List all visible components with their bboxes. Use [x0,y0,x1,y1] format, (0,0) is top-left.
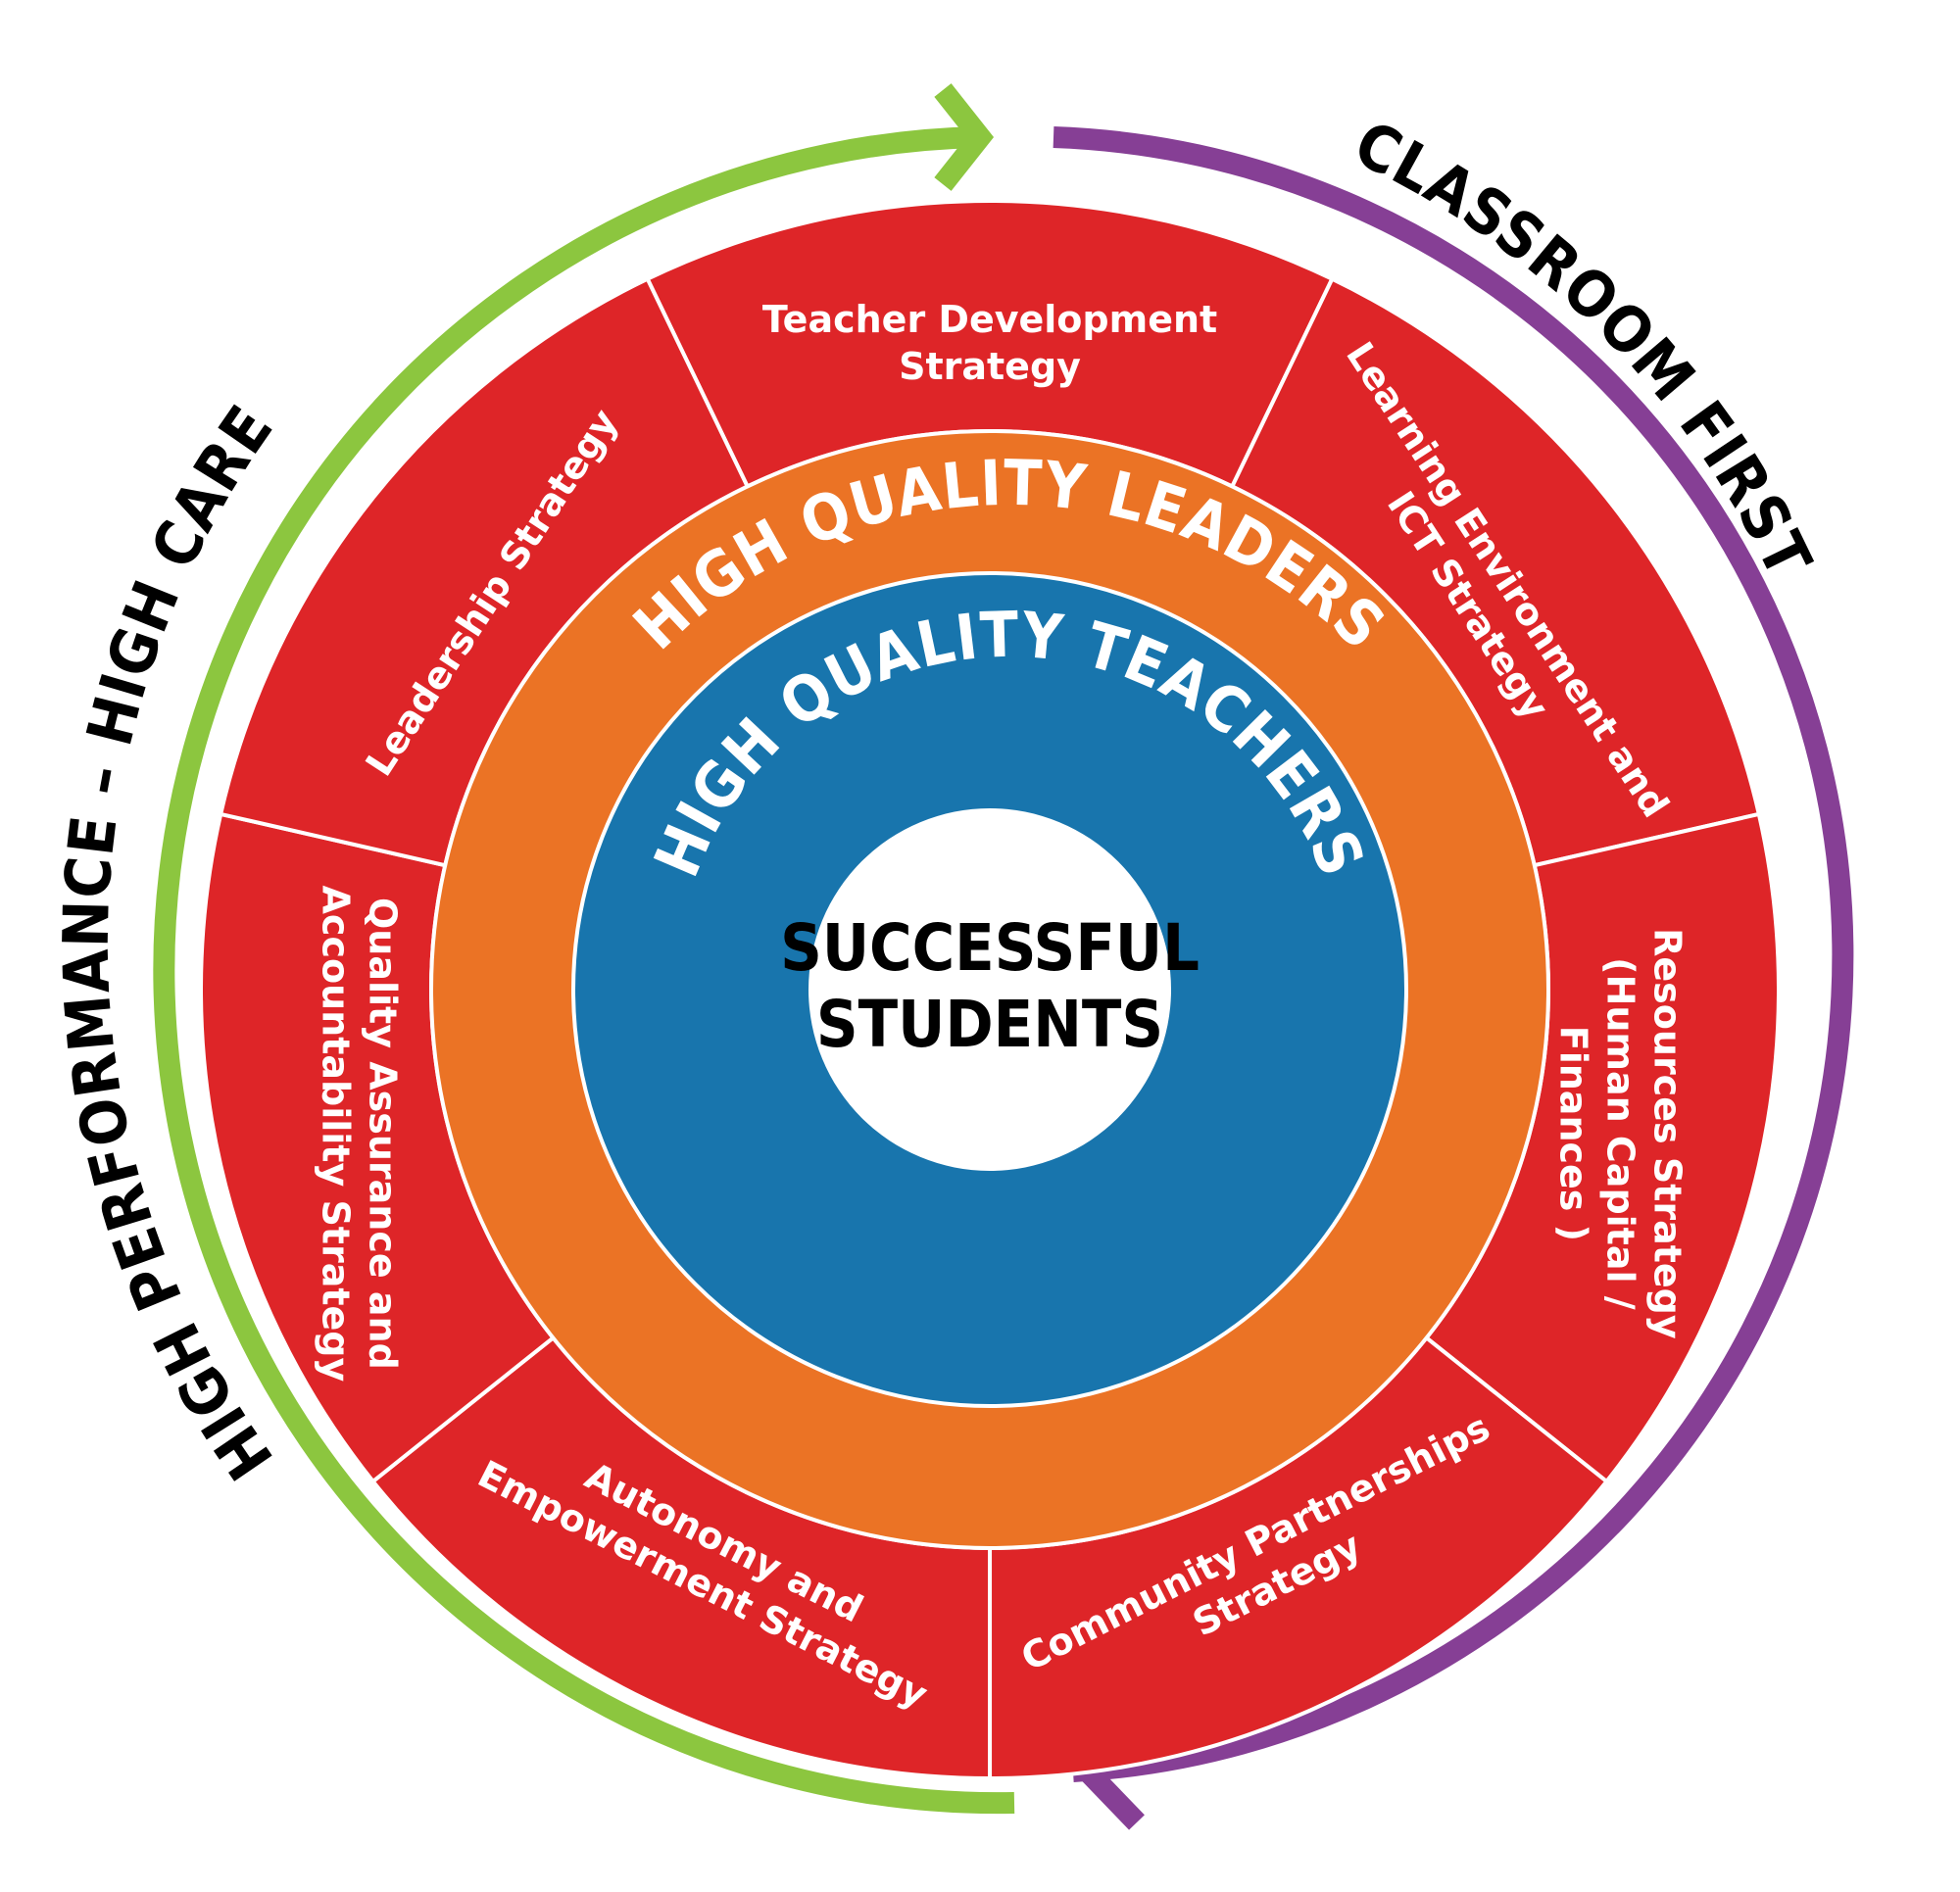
strategy-segment-label: Resources Strategy(Human Capital /Financ… [1551,928,1689,1339]
strategy-segment-label-line: (Human Capital / [1598,957,1642,1310]
center-label-line-1: SUCCESSFUL [780,910,1200,986]
strategy-segment-label-line: Accountability Strategy [315,886,358,1383]
left-cycle-arrow-arc [153,126,1015,1815]
center-circle [808,808,1171,1171]
strategy-segment-label-line: Finances ) [1551,1026,1594,1241]
center-label-line-2: STUDENTS [816,987,1163,1062]
strategy-segment-label-line: Quality Assurance and [362,897,405,1370]
strategy-segment-label-line: Strategy [899,345,1081,388]
left-cycle-arrowhead [934,83,995,191]
strategy-segment-label-line: Teacher Development [762,298,1217,341]
right-cycle-arrow-arc [1053,126,1854,1782]
strategy-segment-label-line: Resources Strategy [1645,928,1689,1339]
strategy-segment-label: Quality Assurance andAccountability Stra… [315,886,405,1383]
